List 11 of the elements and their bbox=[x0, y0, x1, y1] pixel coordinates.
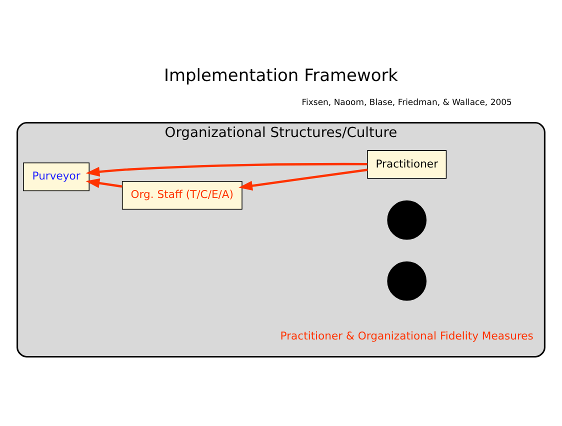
diagram-title: Implementation Framework bbox=[164, 65, 398, 86]
label: Practitioner & Organizational Fidelity Measures bbox=[280, 329, 534, 342]
arrow bbox=[86, 162, 368, 176]
node-box: Org. Staff (T/C/E/A) bbox=[122, 180, 242, 210]
caption: Fixsen, Naoom, Blase, Friedman, & Wallace, 2005 bbox=[302, 97, 512, 108]
node-circle bbox=[387, 200, 427, 240]
node-box: Practitioner bbox=[367, 150, 447, 178]
arrow bbox=[238, 168, 368, 190]
arrow bbox=[86, 178, 122, 188]
node-box: Purveyor bbox=[23, 162, 90, 191]
node-circle bbox=[387, 260, 427, 300]
